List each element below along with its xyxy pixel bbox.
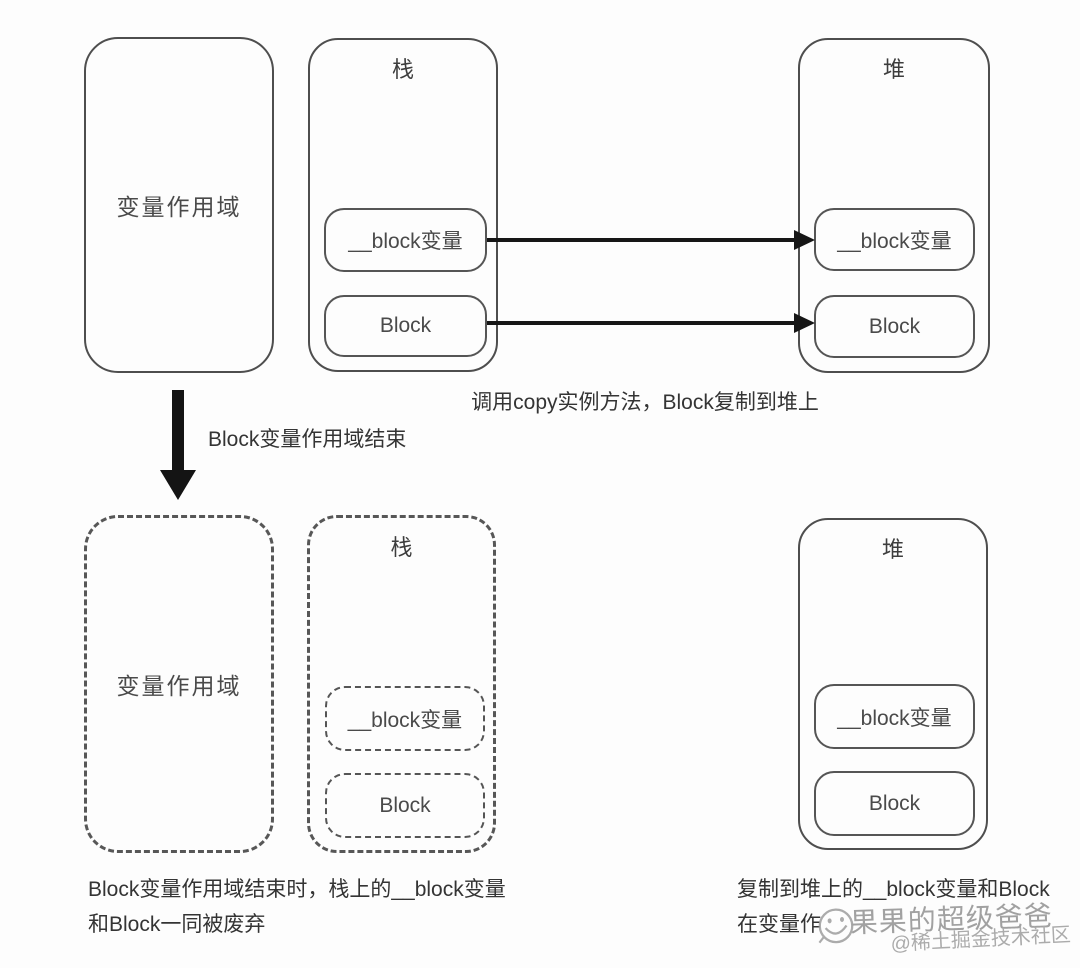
- caption-bottom-left-line1: Block变量作用域结束时，栈上的__block变量: [88, 878, 506, 901]
- stack-item-block-top-label: Block: [379, 314, 432, 337]
- heap-item-block-bottom: Block: [814, 771, 975, 836]
- stack-item-block-var-bottom-label: __block变量: [347, 708, 463, 732]
- scope-box-bottom-label: 变量作用域: [116, 673, 242, 699]
- scope-end-arrow-shaft: [172, 390, 184, 471]
- caption-bottom-right-line1: 复制到堆上的__block变量和Block: [737, 878, 1050, 901]
- stack-item-block-var-bottom: __block变量: [325, 686, 485, 751]
- caption-bottom-right: 复制到堆上的__block变量和Block 在变量作: [737, 872, 1050, 942]
- scope-end-arrow-head-icon: [160, 470, 196, 500]
- heap-box-top-title: 堆: [882, 57, 905, 82]
- stack-box-bottom: 栈 __block变量 Block: [307, 515, 496, 853]
- copy-arrow-block-line: [487, 321, 795, 325]
- scope-box-bottom: 变量作用域: [84, 515, 274, 853]
- copy-arrow-block-head-icon: [794, 313, 815, 333]
- caption-bottom-left: Block变量作用域结束时，栈上的__block变量 和Block一同被废弃: [88, 872, 506, 942]
- copy-caption: 调用copy实例方法，Block复制到堆上: [471, 391, 819, 414]
- caption-bottom-left-line2: 和Block一同被废弃: [88, 913, 266, 936]
- caption-bottom-right-line2: 在变量作: [737, 913, 821, 936]
- stack-item-block-var-top: __block变量: [324, 208, 487, 272]
- stack-item-block-bottom-label: Block: [379, 793, 431, 817]
- stack-item-block-top: Block: [324, 295, 487, 357]
- heap-box-bottom-title: 堆: [881, 537, 904, 562]
- copy-arrow-var-line: [487, 238, 795, 242]
- stack-box-top-title: 栈: [391, 57, 414, 82]
- heap-item-block-var-top-label: __block变量: [837, 229, 952, 253]
- stack-item-block-bottom: Block: [325, 773, 485, 838]
- heap-item-block-var-bottom: __block变量: [814, 684, 975, 749]
- heap-item-block-bottom-label: Block: [868, 791, 921, 815]
- stack-box-top: 栈 __block变量 Block: [308, 38, 498, 372]
- copy-arrow-var-head-icon: [794, 230, 815, 250]
- heap-item-block-top-label: Block: [868, 314, 921, 338]
- heap-item-block-top: Block: [814, 295, 975, 358]
- scope-end-arrow-label: Block变量作用域结束: [208, 428, 407, 451]
- heap-box-top: 堆 __block变量 Block: [798, 38, 990, 373]
- scope-box-top: 变量作用域: [84, 37, 274, 373]
- stack-box-bottom-title: 栈: [390, 535, 413, 560]
- heap-box-bottom: 堆 __block变量 Block: [798, 518, 988, 850]
- heap-item-block-var-bottom-label: __block变量: [837, 706, 952, 730]
- scope-box-top-label: 变量作用域: [116, 194, 242, 220]
- heap-item-block-var-top: __block变量: [814, 208, 975, 271]
- stack-item-block-var-top-label: __block变量: [348, 230, 463, 253]
